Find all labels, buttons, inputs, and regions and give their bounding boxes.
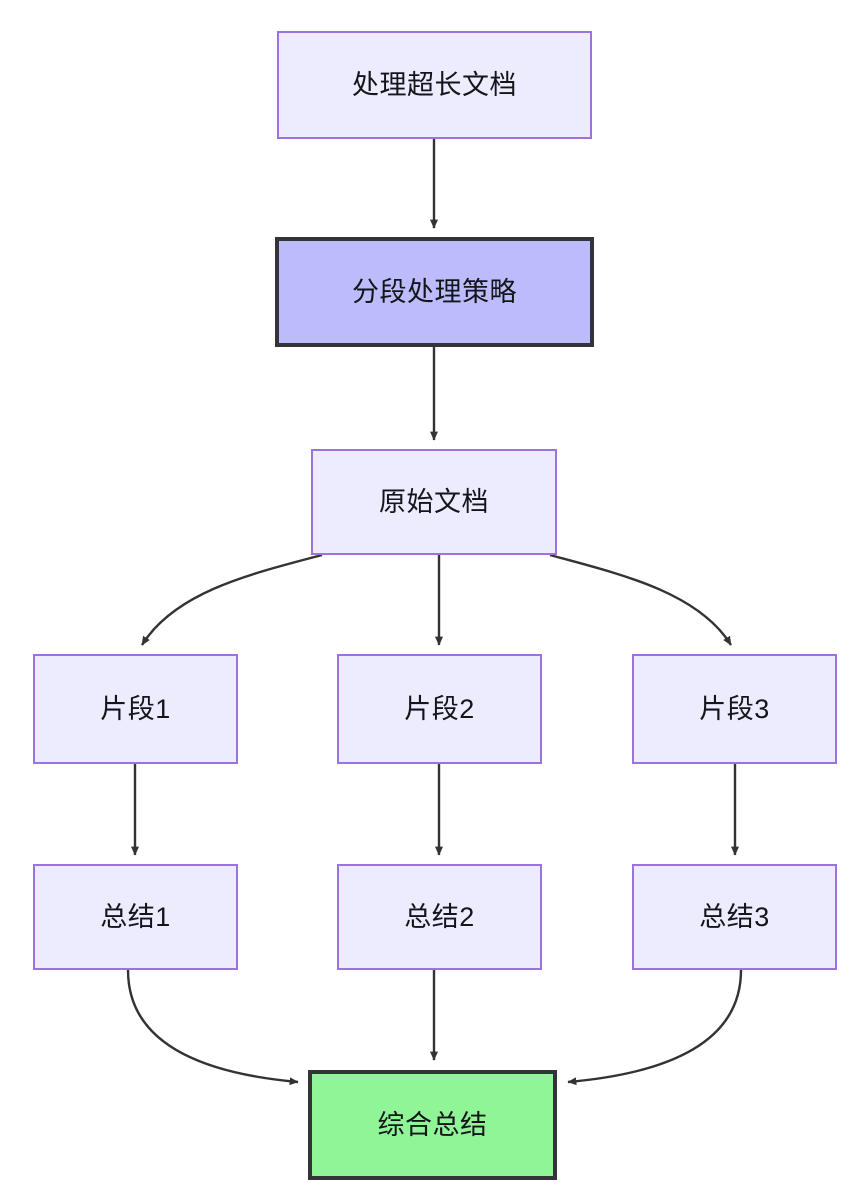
node-summary-3[interactable]: 总结3 [632,864,837,970]
node-chunk-1-label: 片段1 [100,693,171,724]
node-doc-label: 处理超长文档 [352,69,517,100]
node-summary-2[interactable]: 总结2 [337,864,542,970]
node-final-summary[interactable]: 综合总结 [308,1070,557,1180]
node-source-document[interactable]: 原始文档 [311,449,557,555]
node-strategy-label: 分段处理策略 [352,276,517,307]
node-chunk-2-label: 片段2 [404,693,475,724]
node-summary-1-label: 总结1 [100,901,171,932]
node-summary-2-label: 总结2 [404,901,475,932]
node-chunk-3[interactable]: 片段3 [632,654,837,764]
node-summary-1[interactable]: 总结1 [33,864,238,970]
edge-summary1-to-final [126,969,299,1086]
node-chunk-2[interactable]: 片段2 [337,654,542,764]
edge-source-to-chunk1 [140,553,323,646]
node-chunk-1[interactable]: 片段1 [33,654,238,764]
edge-source-to-chunk3 [549,553,733,646]
node-strategy[interactable]: 分段处理策略 [275,237,594,347]
node-summary-3-label: 总结3 [699,901,770,932]
node-source-document-label: 原始文档 [379,486,489,517]
node-final-summary-label: 综合总结 [377,1109,488,1140]
node-doc[interactable]: 处理超长文档 [277,31,592,139]
edge-summary3-to-final [567,969,743,1086]
node-chunk-3-label: 片段3 [699,693,770,724]
